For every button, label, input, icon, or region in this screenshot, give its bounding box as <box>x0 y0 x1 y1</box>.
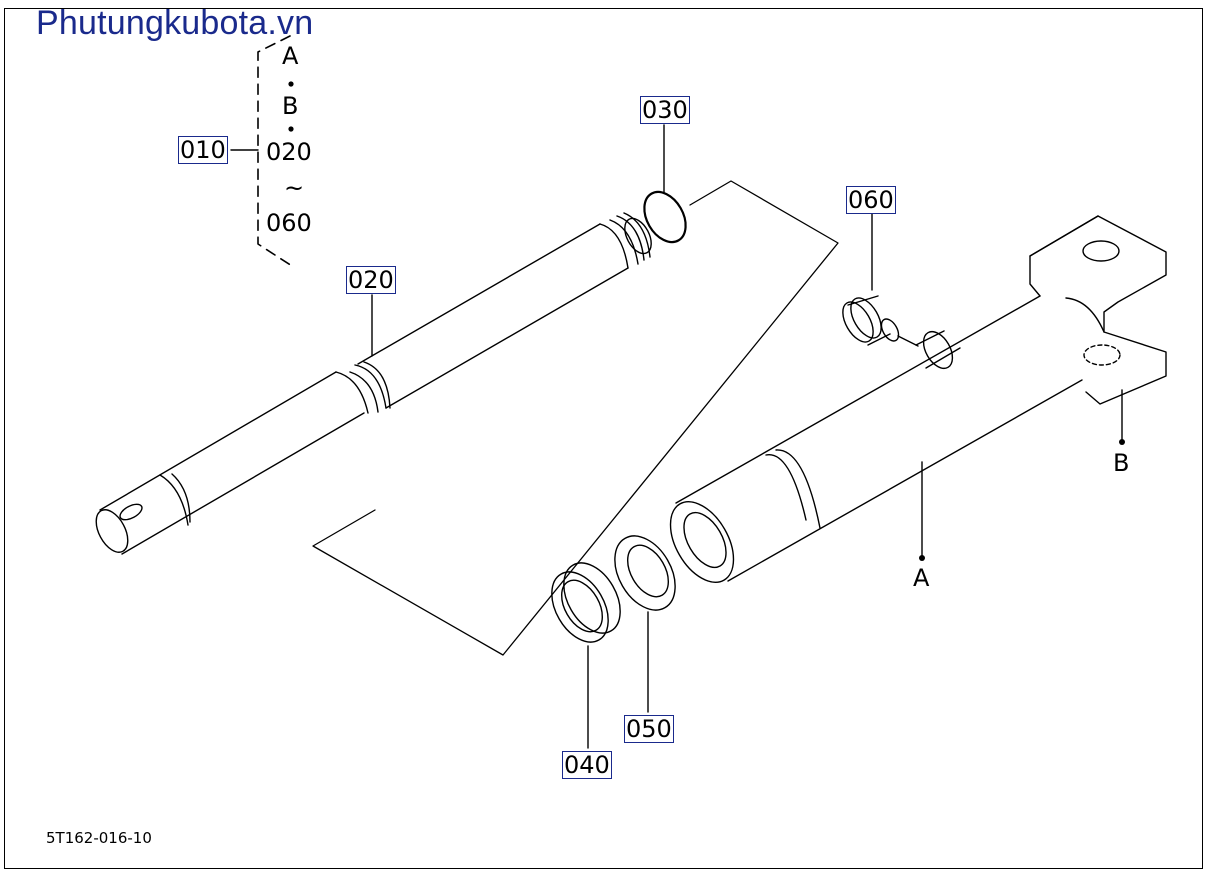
set-bracket <box>257 35 293 267</box>
washer-050 <box>614 535 676 611</box>
cylinder-body <box>669 215 1167 583</box>
watermark: Phutungkubota.vn <box>36 4 314 42</box>
bracket-item-b: B <box>282 92 299 120</box>
callout-040[interactable]: 040 <box>562 751 612 779</box>
callout-060[interactable]: 060 <box>846 186 896 214</box>
dot-ref-a <box>919 555 925 561</box>
callout-010[interactable]: 010 <box>178 136 228 164</box>
callout-020[interactable]: 020 <box>346 266 396 294</box>
bracket-item-020: 020 <box>266 138 312 166</box>
ref-label-b: B <box>1113 449 1130 477</box>
bracket-tilde: ~ <box>284 174 305 202</box>
assembly-plane <box>312 180 839 656</box>
ref-label-a: A <box>913 564 930 592</box>
bracket-item-a: A <box>282 42 299 70</box>
o-ring-030 <box>643 190 687 244</box>
figure-code: 5T162-016-10 <box>46 829 152 847</box>
callout-050[interactable]: 050 <box>624 715 674 743</box>
fitting-060 <box>842 295 919 347</box>
seal-040 <box>551 562 621 643</box>
shaft-020 <box>95 212 652 555</box>
callout-030[interactable]: 030 <box>640 96 690 124</box>
diagram-frame <box>4 8 1203 869</box>
bracket-item-060: 060 <box>266 209 312 237</box>
dot-ref-b <box>1119 439 1125 445</box>
bracket-dots <box>288 81 294 132</box>
